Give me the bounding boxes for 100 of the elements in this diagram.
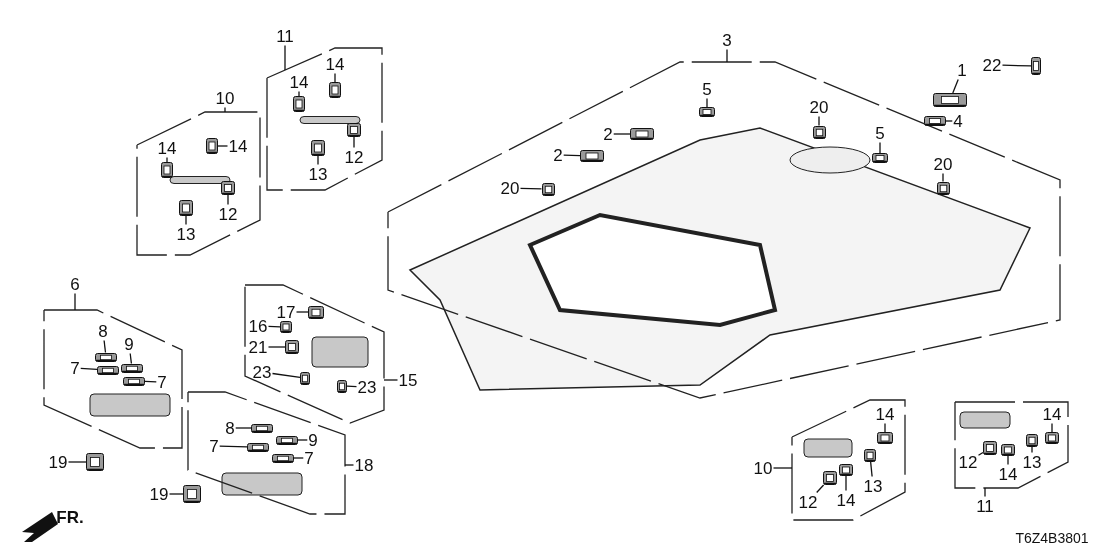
leader-line [353,136,355,149]
leader-line [1001,64,1032,67]
leader-line [317,155,319,166]
callout-number: 7 [304,449,314,467]
leader-line [295,311,309,313]
clip-icon [293,96,305,112]
leader-line [519,187,543,190]
leader-line [818,115,820,127]
callout-number: 23 [252,363,272,381]
callout-number: 2 [553,146,563,164]
callout-number: 10 [215,89,235,107]
pin-icon [123,376,145,386]
leader-line [977,451,984,456]
callout-number: 13 [176,225,196,243]
callout-number: 14 [157,139,177,157]
leader-line [267,346,286,348]
leader-line [1031,445,1033,454]
callout-number: 12 [958,453,978,471]
clip-icon [936,181,950,195]
callout-number: 6 [70,275,80,293]
leader-line [1007,455,1009,466]
clip-icon [161,162,173,178]
pin-icon [276,435,298,445]
leader-line [129,352,133,365]
pin-icon [97,365,119,375]
clip-icon [179,200,193,216]
callout-number: 11 [276,27,294,45]
group-frame [792,400,905,520]
leader-line [884,422,886,433]
callout-number: 13 [1022,453,1042,471]
callout-number: 11 [976,497,994,515]
leader-line [293,457,304,459]
leader-line [845,475,847,492]
pin-icon [247,442,269,452]
callout-number: 5 [702,80,712,98]
callout-number: 12 [798,493,818,511]
leader-line [816,484,825,494]
callout-number: 21 [248,338,268,356]
leader-line [297,439,308,441]
clip-icon [280,321,292,333]
pin-icon [272,453,294,463]
leader-line [984,487,986,498]
group-frame [267,48,382,190]
clip-icon [699,107,715,117]
leader-line [217,145,229,147]
clip-icon [1001,444,1015,456]
callout-number: 12 [218,205,238,223]
callout-number: 7 [157,373,167,391]
callout-number: 22 [982,56,1002,74]
part-code: T6Z4B3801 [1015,530,1089,546]
leader-line [227,194,229,206]
callout-number: 15 [398,371,418,389]
callout-number: 20 [809,98,829,116]
leader-line [166,156,168,163]
leader-line [74,292,76,311]
leader-line [298,90,300,97]
callout-number: 13 [308,165,328,183]
clip-icon [311,140,325,156]
pad-icon [630,128,654,140]
callout-number: 14 [998,465,1018,483]
clip-icon [86,453,104,471]
screw-icon [337,379,347,393]
leader-line [383,379,399,381]
callout-number: 8 [98,322,108,340]
callout-number: 14 [1042,405,1062,423]
clip-icon [206,138,218,154]
leader-line [168,493,184,495]
clip-icon [839,464,853,476]
clip-icon [983,441,997,455]
callout-number: 3 [722,31,732,49]
clip-icon [347,123,361,137]
leader-line [706,97,708,108]
callout-number: 9 [308,431,318,449]
screw-icon [1031,57,1041,75]
leader-line [613,133,631,135]
leader-line [185,215,187,226]
clip-icon [1045,432,1059,444]
callout-number: 7 [70,359,80,377]
clip-icon [308,305,324,319]
leader-line [67,461,87,463]
leader-line [952,78,959,94]
callout-number: 19 [48,453,68,471]
callout-number: 20 [500,179,520,197]
callout-number: 8 [225,419,235,437]
leader-line [726,48,728,63]
callout-number: 14 [836,491,856,509]
leader-line [1051,422,1053,433]
callout-number: 23 [357,378,377,396]
leader-line [334,72,336,83]
callout-number: 14 [228,137,248,155]
leader-line [103,339,107,354]
callout-number: 9 [124,335,134,353]
group-frame [955,402,1068,488]
callout-number: 16 [248,317,268,335]
callout-number: 5 [875,124,885,142]
callout-number: 14 [325,55,345,73]
leader-line [945,120,953,122]
callout-number: 1 [957,61,967,79]
callout-number: 14 [875,405,895,423]
clip-icon [864,448,876,462]
